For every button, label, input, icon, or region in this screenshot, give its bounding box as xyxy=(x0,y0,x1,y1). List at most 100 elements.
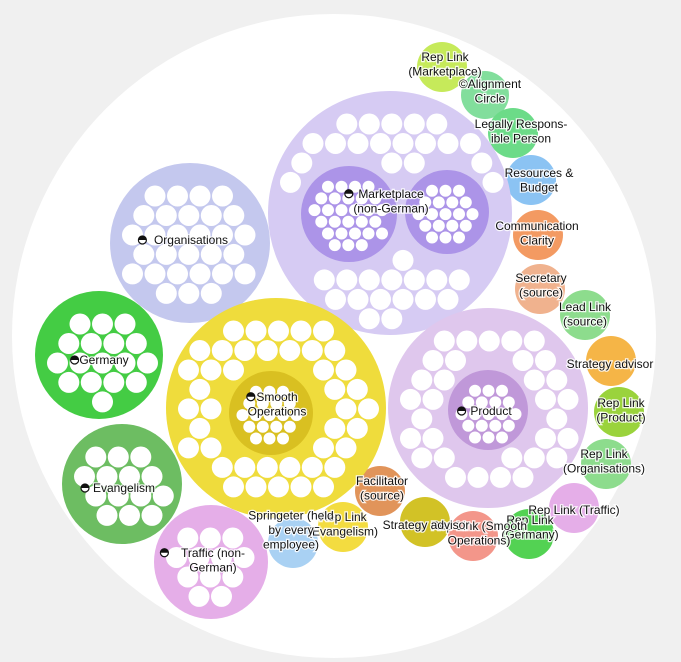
member-dot[interactable] xyxy=(103,371,125,393)
role-communication-clarity[interactable] xyxy=(513,210,563,260)
member-dot[interactable] xyxy=(355,215,368,228)
member-dot[interactable] xyxy=(358,113,380,135)
member-dot[interactable] xyxy=(466,208,479,221)
member-dot[interactable] xyxy=(125,333,147,354)
member-dot[interactable] xyxy=(245,476,267,498)
member-dot[interactable] xyxy=(313,269,335,291)
member-dot[interactable] xyxy=(200,282,222,304)
member-dot[interactable] xyxy=(523,447,545,469)
member-dot[interactable] xyxy=(546,408,568,430)
member-dot[interactable] xyxy=(426,269,448,291)
member-dot[interactable] xyxy=(475,419,488,432)
member-dot[interactable] xyxy=(349,204,361,217)
member-dot[interactable] xyxy=(482,384,495,397)
member-dot[interactable] xyxy=(200,359,222,381)
member-dot[interactable] xyxy=(211,456,233,478)
member-dot[interactable] xyxy=(189,378,211,400)
role-rep-link-germany[interactable] xyxy=(504,509,554,559)
member-dot[interactable] xyxy=(347,133,369,154)
member-dot[interactable] xyxy=(369,215,382,228)
member-dot[interactable] xyxy=(167,224,188,246)
member-dot[interactable] xyxy=(268,476,289,498)
member-dot[interactable] xyxy=(453,184,465,197)
member-dot[interactable] xyxy=(437,288,459,310)
member-dot[interactable] xyxy=(469,431,481,444)
member-dot[interactable] xyxy=(178,282,200,304)
member-dot[interactable] xyxy=(482,171,504,193)
member-dot[interactable] xyxy=(459,196,472,209)
member-dot[interactable] xyxy=(144,224,166,246)
member-dot[interactable] xyxy=(178,243,200,265)
member-dot[interactable] xyxy=(313,359,334,381)
member-dot[interactable] xyxy=(313,437,334,459)
member-dot[interactable] xyxy=(222,566,244,588)
member-dot[interactable] xyxy=(47,352,68,374)
member-dot[interactable] xyxy=(189,340,211,361)
member-dot[interactable] xyxy=(411,369,433,391)
member-dot[interactable] xyxy=(419,196,432,209)
member-dot[interactable] xyxy=(256,397,269,410)
member-dot[interactable] xyxy=(166,547,187,568)
member-dot[interactable] xyxy=(92,313,113,335)
circle-traffic[interactable] xyxy=(154,505,268,619)
member-dot[interactable] xyxy=(557,427,579,449)
member-dot[interactable] xyxy=(381,113,403,135)
member-dot[interactable] xyxy=(490,466,511,488)
member-dot[interactable] xyxy=(439,231,452,244)
member-dot[interactable] xyxy=(412,208,425,221)
member-dot[interactable] xyxy=(188,547,210,568)
role-strategy-advisor-2[interactable] xyxy=(400,497,450,547)
role-rep-link-smooth-operations[interactable] xyxy=(448,511,498,561)
member-dot[interactable] xyxy=(347,288,369,310)
member-dot[interactable] xyxy=(453,208,465,221)
member-dot[interactable] xyxy=(178,359,199,381)
member-dot[interactable] xyxy=(74,466,95,487)
member-dot[interactable] xyxy=(324,378,346,400)
member-dot[interactable] xyxy=(335,204,348,217)
member-dot[interactable] xyxy=(200,398,222,420)
member-dot[interactable] xyxy=(445,350,466,371)
member-dot[interactable] xyxy=(403,269,425,291)
member-dot[interactable] xyxy=(270,397,283,410)
member-dot[interactable] xyxy=(462,419,475,432)
member-dot[interactable] xyxy=(223,205,245,226)
member-dot[interactable] xyxy=(342,215,355,228)
member-dot[interactable] xyxy=(223,243,245,265)
member-dot[interactable] xyxy=(422,388,444,410)
member-dot[interactable] xyxy=(358,398,379,420)
member-dot[interactable] xyxy=(290,320,312,342)
member-dot[interactable] xyxy=(141,504,163,526)
member-dot[interactable] xyxy=(426,208,438,221)
member-dot[interactable] xyxy=(336,113,358,135)
member-dot[interactable] xyxy=(234,340,256,361)
member-dot[interactable] xyxy=(370,288,391,310)
member-dot[interactable] xyxy=(432,219,445,232)
member-dot[interactable] xyxy=(411,408,433,430)
circle-smooth-operations[interactable] xyxy=(166,298,386,518)
member-dot[interactable] xyxy=(222,527,244,549)
member-dot[interactable] xyxy=(335,227,348,240)
member-dot[interactable] xyxy=(223,476,244,498)
member-dot[interactable] xyxy=(496,384,508,397)
circle-marketplace[interactable] xyxy=(268,91,512,335)
member-dot[interactable] xyxy=(96,466,118,487)
role-rep-link-organisations[interactable] xyxy=(581,439,631,489)
member-dot[interactable] xyxy=(256,456,278,478)
member-dot[interactable] xyxy=(535,350,556,371)
member-dot[interactable] xyxy=(92,352,113,374)
member-dot[interactable] xyxy=(125,371,147,393)
member-dot[interactable] xyxy=(243,420,256,433)
member-dot[interactable] xyxy=(178,205,200,226)
member-dot[interactable] xyxy=(155,282,177,304)
member-dot[interactable] xyxy=(80,333,102,354)
member-dot[interactable] xyxy=(456,330,478,352)
member-dot[interactable] xyxy=(85,485,107,507)
member-dot[interactable] xyxy=(315,192,328,205)
member-dot[interactable] xyxy=(535,427,556,449)
member-dot[interactable] xyxy=(290,409,303,422)
member-dot[interactable] xyxy=(400,388,421,410)
member-dot[interactable] xyxy=(349,227,361,240)
member-dot[interactable] xyxy=(346,378,368,400)
member-dot[interactable] xyxy=(546,447,568,469)
member-dot[interactable] xyxy=(96,504,118,526)
